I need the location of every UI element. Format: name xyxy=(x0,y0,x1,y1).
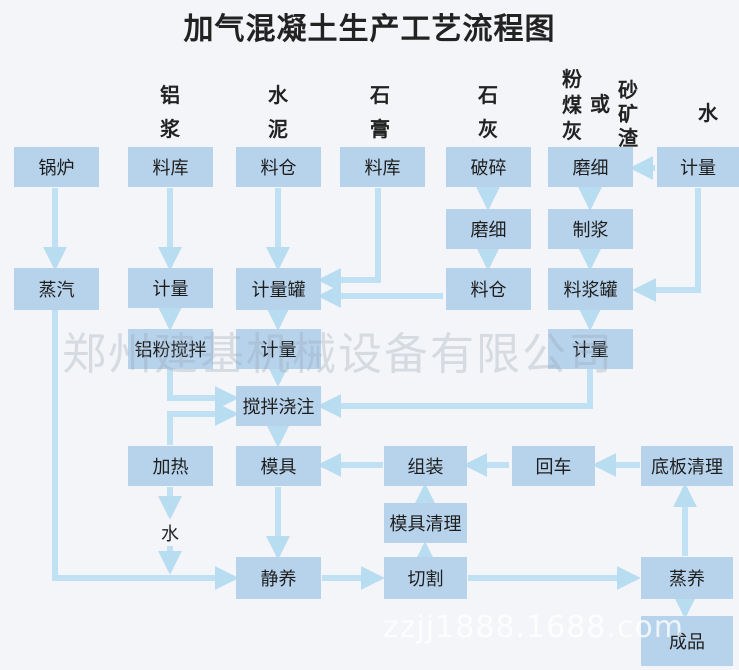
node-metering-cement: 计量 xyxy=(236,329,321,369)
arrow-gypsum-tank xyxy=(317,188,381,292)
node-assembly: 组装 xyxy=(384,446,467,486)
watermark-company: 郑州建基机械设备有限公司 xyxy=(62,329,614,380)
node-cutting: 切割 xyxy=(384,557,467,599)
material-cement-label: 水泥 xyxy=(268,83,288,141)
node-base-plate-cleaning: 底板清理 xyxy=(641,446,733,486)
label-water: 水 xyxy=(161,524,179,545)
node-aluminum-powder-mixing: 铝粉搅拌 xyxy=(128,329,213,369)
arrow-fameter-mixpour xyxy=(317,368,593,418)
node-slurry-tank: 料浆罐 xyxy=(548,268,633,310)
arrow-heat-mixpour xyxy=(167,402,239,445)
node-gypsum-storage: 料库 xyxy=(340,147,425,187)
material-sand-slag-label: 砂矿渣 xyxy=(618,78,638,150)
node-aluminum-metering: 计量 xyxy=(128,268,213,308)
material-or-label: 或 xyxy=(590,92,610,116)
node-flyash-metering: 计量 xyxy=(548,329,633,369)
node-water-metering: 计量 xyxy=(657,147,739,187)
node-static-curing: 静养 xyxy=(236,557,321,599)
material-water-label: 水 xyxy=(698,101,718,125)
node-boiler: 锅炉 xyxy=(14,147,99,187)
node-autoclave: 蒸养 xyxy=(641,557,733,599)
node-flyash-grinding: 磨细 xyxy=(548,147,633,187)
watermark-site: zzjj1888.1688.com xyxy=(383,610,685,645)
node-steam: 蒸汽 xyxy=(14,268,99,310)
node-mixing-pouring: 搅拌浇注 xyxy=(236,386,321,426)
material-flyash-label: 粉煤灰 xyxy=(562,67,582,143)
arrow-steam-rest xyxy=(52,310,239,590)
diagram-title: 加气混凝土生产工艺流程图 xyxy=(183,12,556,47)
node-aluminum-storage: 料库 xyxy=(128,147,213,187)
node-lime-grinding: 磨细 xyxy=(446,209,531,249)
node-slurry-making: 制浆 xyxy=(548,209,633,249)
material-lime-label: 石灰 xyxy=(478,83,498,141)
node-return-cart: 回车 xyxy=(512,446,595,486)
node-mold: 模具 xyxy=(236,446,321,486)
node-lime-silo: 料仓 xyxy=(446,268,531,310)
node-cement-silo: 料仓 xyxy=(236,147,321,187)
node-finished-product: 成品 xyxy=(641,616,733,666)
node-mold-cleaning: 模具清理 xyxy=(384,503,467,543)
node-lime-crushing: 破碎 xyxy=(446,147,531,187)
node-metering-tank: 计量罐 xyxy=(236,268,321,310)
node-heating: 加热 xyxy=(128,446,213,486)
material-gypsum-label: 石膏 xyxy=(370,83,390,141)
arrow-watermeter-tank xyxy=(632,188,701,302)
material-aluminum-paste-label: 铝浆 xyxy=(160,83,180,141)
arrow-almix-mixpour xyxy=(167,368,239,410)
